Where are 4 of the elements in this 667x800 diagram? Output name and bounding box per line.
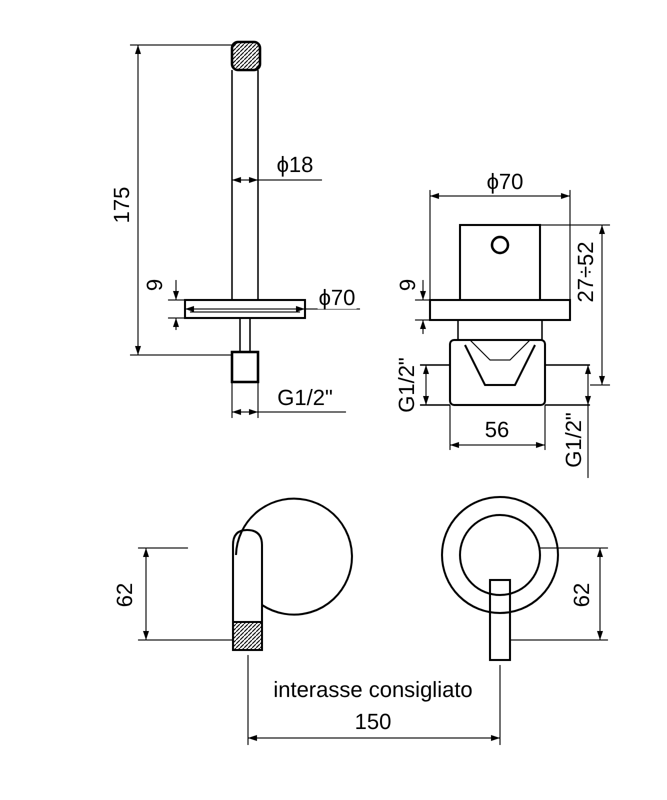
note-text: interasse consigliato — [272, 679, 474, 701]
dimension-value: ϕ18 — [276, 154, 314, 176]
dimension-value: ϕ70 — [318, 287, 356, 309]
dimension-value: ϕ70 — [486, 171, 524, 193]
